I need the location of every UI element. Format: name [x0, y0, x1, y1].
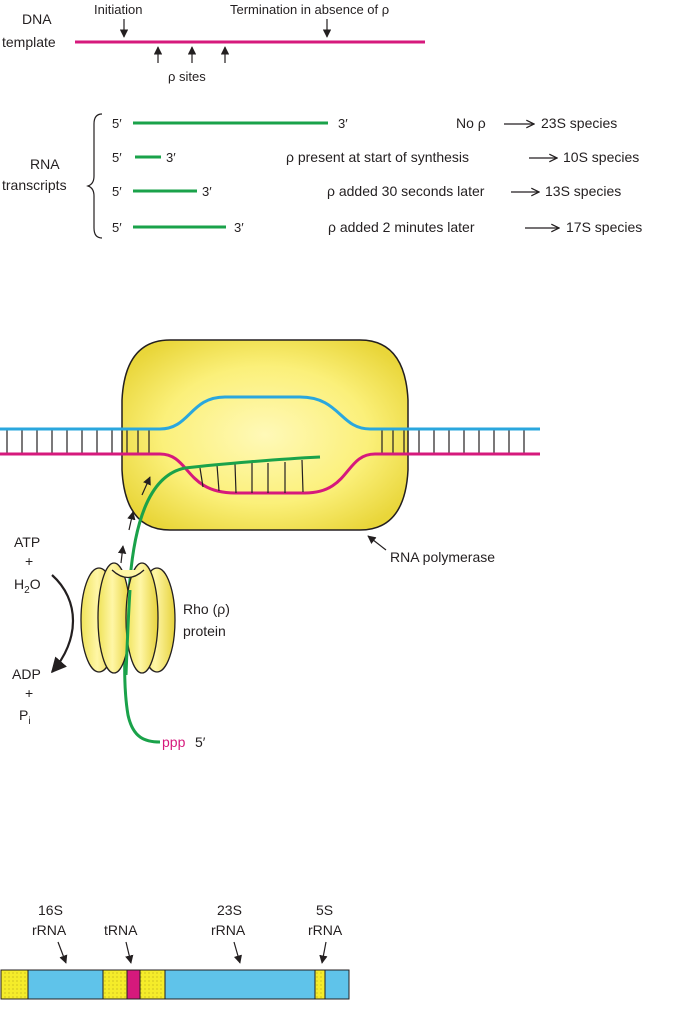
rho-sites-label: ρ sites [168, 69, 206, 84]
transcript-row: 5′ 3′ ρ added 2 minutes later 17S specie… [112, 219, 642, 235]
five-prime-label: 5′ [112, 184, 122, 199]
atp-label: ATP [14, 534, 40, 550]
rna-polymerase-body [121, 339, 409, 531]
operon-pointer-23s [233, 941, 242, 964]
operon-label-23s-line1: 23S [217, 902, 242, 918]
condition-label: ρ present at start of synthesis [286, 149, 469, 165]
dna-rungs-right [381, 430, 525, 453]
rna-transcript [123, 455, 321, 744]
rna-dna-hybrid-rungs [199, 459, 304, 494]
plus-label: + [25, 553, 33, 569]
operon-label-16s-line1: 16S [38, 902, 63, 918]
direction-arrow [127, 511, 136, 531]
termination-label: Termination in absence of ρ [230, 2, 389, 17]
h2o-label: H2O [14, 576, 41, 596]
rrna-operon-bar [0, 969, 350, 1000]
operon-label-23s-line2: rRNA [211, 922, 246, 938]
species-label: 17S species [566, 219, 642, 235]
operon-16s-segment [27, 969, 104, 1000]
three-prime-label: 3′ [234, 220, 244, 235]
panel-c: 16S rRNA tRNA 23S rRNA 5S rRNA [0, 902, 350, 1000]
five-prime-label: 5′ [112, 116, 122, 131]
operon-pointer-16s [57, 941, 68, 964]
transcripts-brace [86, 113, 103, 239]
operon-spacer [102, 969, 128, 1000]
panel-a: DNA template Initiation Termination in a… [2, 2, 642, 239]
five-prime-label: 5′ [112, 150, 122, 165]
transcript-row: 5′ 3′ ρ added 30 seconds later 13S speci… [112, 183, 621, 199]
transcript-row: 5′ 3′ No ρ 23S species [112, 115, 617, 131]
rho-label-line2: protein [183, 623, 226, 639]
operon-trna-segment [126, 969, 141, 1000]
dna-coding-strand [0, 395, 540, 431]
operon-pointer-trna [125, 941, 134, 964]
three-prime-label: 3′ [166, 150, 176, 165]
panel-b: ATP + H2O ADP + Pi Rho (ρ) protein RNA p… [0, 339, 540, 750]
rna-through-rho [124, 589, 132, 676]
adp-label: ADP [12, 666, 41, 682]
operon-label-16s-line2: rRNA [32, 922, 67, 938]
rna-label-line2: transcripts [2, 177, 67, 193]
dna-label-line1: DNA [22, 11, 52, 27]
operon-label-trna: tRNA [104, 922, 138, 938]
operon-23s-segment [164, 969, 316, 1000]
transcript-row: 5′ 3′ ρ present at start of synthesis 10… [112, 149, 639, 165]
polymerase-label: RNA polymerase [390, 549, 495, 565]
dna-rungs-left [6, 430, 150, 453]
dna-label-line2: template [2, 34, 56, 50]
species-label: 10S species [563, 149, 639, 165]
operon-label-5s-line2: rRNA [308, 922, 343, 938]
three-prime-label: 3′ [202, 184, 212, 199]
direction-arrow [141, 476, 151, 496]
operon-spacer [0, 969, 29, 1000]
species-label: 23S species [541, 115, 617, 131]
plus-label: + [25, 685, 33, 701]
dna-template-strand [0, 452, 540, 495]
initiation-label: Initiation [94, 2, 142, 17]
rho-label-line1: Rho (ρ) [183, 601, 230, 617]
operon-spacer [139, 969, 166, 1000]
species-label: 13S species [545, 183, 621, 199]
ppp-label: ppp [162, 734, 186, 750]
operon-pointer-5s [319, 941, 328, 964]
five-prime-label: 5′ [112, 220, 122, 235]
polymerase-pointer [367, 535, 387, 551]
condition-label: No ρ [456, 115, 486, 131]
three-prime-label: 3′ [338, 116, 348, 131]
atp-hydrolysis-arrow [50, 574, 74, 674]
operon-spacer [314, 969, 326, 1000]
ppp-five-prime-label: 5′ [195, 734, 206, 750]
direction-arrow [117, 545, 127, 564]
condition-label: ρ added 2 minutes later [328, 219, 475, 235]
operon-label-5s-line1: 5S [316, 902, 333, 918]
rho-protein [80, 562, 176, 674]
rna-label-line1: RNA [30, 156, 60, 172]
condition-label: ρ added 30 seconds later [327, 183, 485, 199]
pi-label: Pi [19, 707, 31, 727]
operon-5s-segment [324, 969, 350, 1000]
